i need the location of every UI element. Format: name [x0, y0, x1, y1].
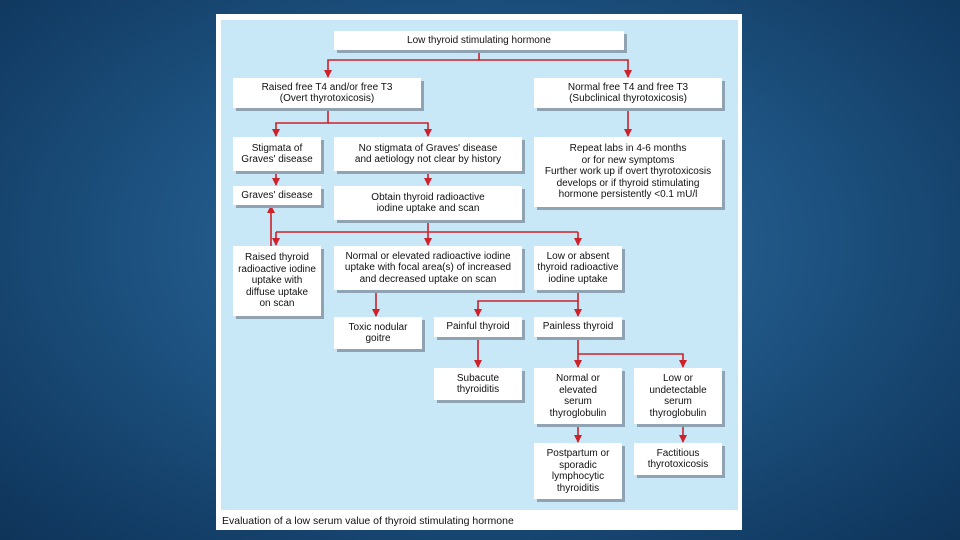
connector-painless-to-low-tg	[578, 353, 687, 368]
node-subclinical-thyrotoxicosis: Normal free T4 and free T3 (Subclinical …	[534, 78, 722, 108]
figure-caption: Evaluation of a low serum value of thyro…	[222, 515, 514, 527]
connector-tsh-to-subclinical	[479, 59, 632, 78]
connector-overt-to-stigmata	[272, 108, 329, 137]
node-low-tsh: Low thyroid stimulating hormone	[334, 31, 624, 50]
connector-tsh-to-overt	[324, 50, 480, 78]
node-overt-thyrotoxicosis: Raised free T4 and/or free T3 (Overt thy…	[233, 78, 421, 108]
node-repeat-labs: Repeat labs in 4-6 months or for new sym…	[534, 137, 722, 207]
flowchart-area: Low thyroid stimulating hormone Raised f…	[221, 20, 738, 510]
figure-panel: Low thyroid stimulating hormone Raised f…	[216, 14, 742, 530]
node-toxic-nodular-goitre: Toxic nodular goitre	[334, 317, 422, 349]
node-graves-disease: Graves' disease	[233, 186, 321, 205]
connector-low-to-painful	[474, 290, 579, 317]
node-focal-uptake: Normal or elevated radioactive iodine up…	[334, 246, 522, 290]
node-raised-diffuse-uptake: Raised thyroid radioactive iodine uptake…	[233, 246, 321, 316]
node-no-graves-stigmata: No stigmata of Graves' disease and aetio…	[334, 137, 522, 171]
connector-overt-to-no-stigmata	[328, 122, 432, 137]
connector-layer	[267, 50, 687, 443]
node-painless-thyroid: Painless thyroid	[534, 317, 622, 337]
node-factitious-thyrotoxicosis: Factitious thyrotoxicosis	[634, 443, 722, 475]
node-subacute-thyroiditis: Subacute thyroiditis	[434, 368, 522, 400]
node-low-thyroglobulin: Low or undetectable serum thyroglobulin	[634, 368, 722, 424]
node-graves-stigmata: Stigmata of Graves' disease	[233, 137, 321, 171]
node-painful-thyroid: Painful thyroid	[434, 317, 522, 337]
node-obtain-uptake-scan: Obtain thyroid radioactive iodine uptake…	[334, 186, 522, 220]
node-normal-thyroglobulin: Normal or elevated serum thyroglobulin	[534, 368, 622, 424]
node-postpartum-thyroiditis: Postpartum or sporadic lymphocytic thyro…	[534, 443, 622, 499]
node-low-uptake: Low or absent thyroid radioactive iodine…	[534, 246, 622, 290]
